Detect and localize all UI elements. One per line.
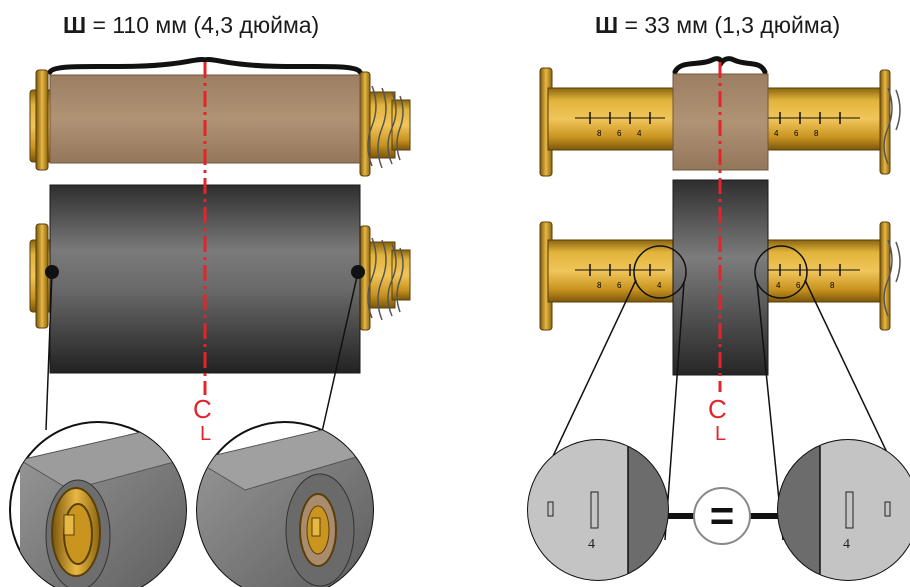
scale-right-top: 4 6 8: [768, 112, 860, 138]
tick-label: 4: [637, 129, 642, 138]
detail-ring-left: [633, 245, 687, 299]
width-symbol: Ш: [63, 12, 87, 38]
ribbon-core-wide: [49, 74, 361, 164]
width-value: = 110 мм (4,3 дюйма): [86, 12, 320, 38]
zoom-scale-left: 4: [527, 439, 669, 581]
tick-label: 8: [597, 281, 602, 290]
left-width-label: Ш = 110 мм (4,3 дюйма): [63, 12, 319, 39]
tick-label: 4: [657, 281, 662, 290]
tick-label: 8: [597, 129, 602, 138]
tick-label: 6: [794, 129, 799, 138]
centerline-l: L: [200, 423, 211, 445]
scale-left-bottom: 8 6 4: [575, 264, 665, 290]
zoom-tick-label: 4: [843, 537, 850, 552]
tick-label: 6: [796, 281, 801, 290]
width-value: = 33 мм (1,3 дюйма): [618, 12, 841, 38]
detail-ring-right: [754, 245, 808, 299]
centerline-c: C: [708, 394, 727, 424]
left-assembly: [9, 57, 411, 587]
tick-label: 4: [774, 129, 779, 138]
centerline-c: C: [193, 394, 212, 424]
zoom-scale-right: 4: [777, 439, 910, 581]
zoom-detail-right: [196, 421, 374, 587]
width-brace: [672, 56, 768, 75]
width-brace: [47, 57, 363, 75]
right-assembly: 8 6 4 4 6 8 8 6: [527, 56, 910, 581]
tick-label: 8: [814, 129, 819, 138]
scale-right-bottom: 4 6 8: [768, 264, 860, 290]
equals-badge: [693, 487, 751, 545]
right-width-label: Ш = 33 мм (1,3 дюйма): [595, 12, 840, 39]
centerline-symbol: C L: [193, 394, 212, 445]
zoom-detail-left: [9, 421, 187, 587]
scale-left-top: 8 6 4: [575, 112, 665, 138]
tick-label: 4: [776, 281, 781, 290]
centerline-symbol: C L: [708, 394, 727, 445]
spring-clip: [367, 237, 404, 321]
zoom-tick-label: 4: [588, 537, 595, 552]
spring-clip: [367, 85, 404, 169]
width-symbol: Ш: [595, 12, 619, 38]
tick-label: 6: [617, 129, 622, 138]
tick-label: 8: [830, 281, 835, 290]
centerline-l: L: [715, 423, 726, 445]
equals-symbol: =: [710, 492, 735, 539]
tick-label: 6: [617, 281, 622, 290]
